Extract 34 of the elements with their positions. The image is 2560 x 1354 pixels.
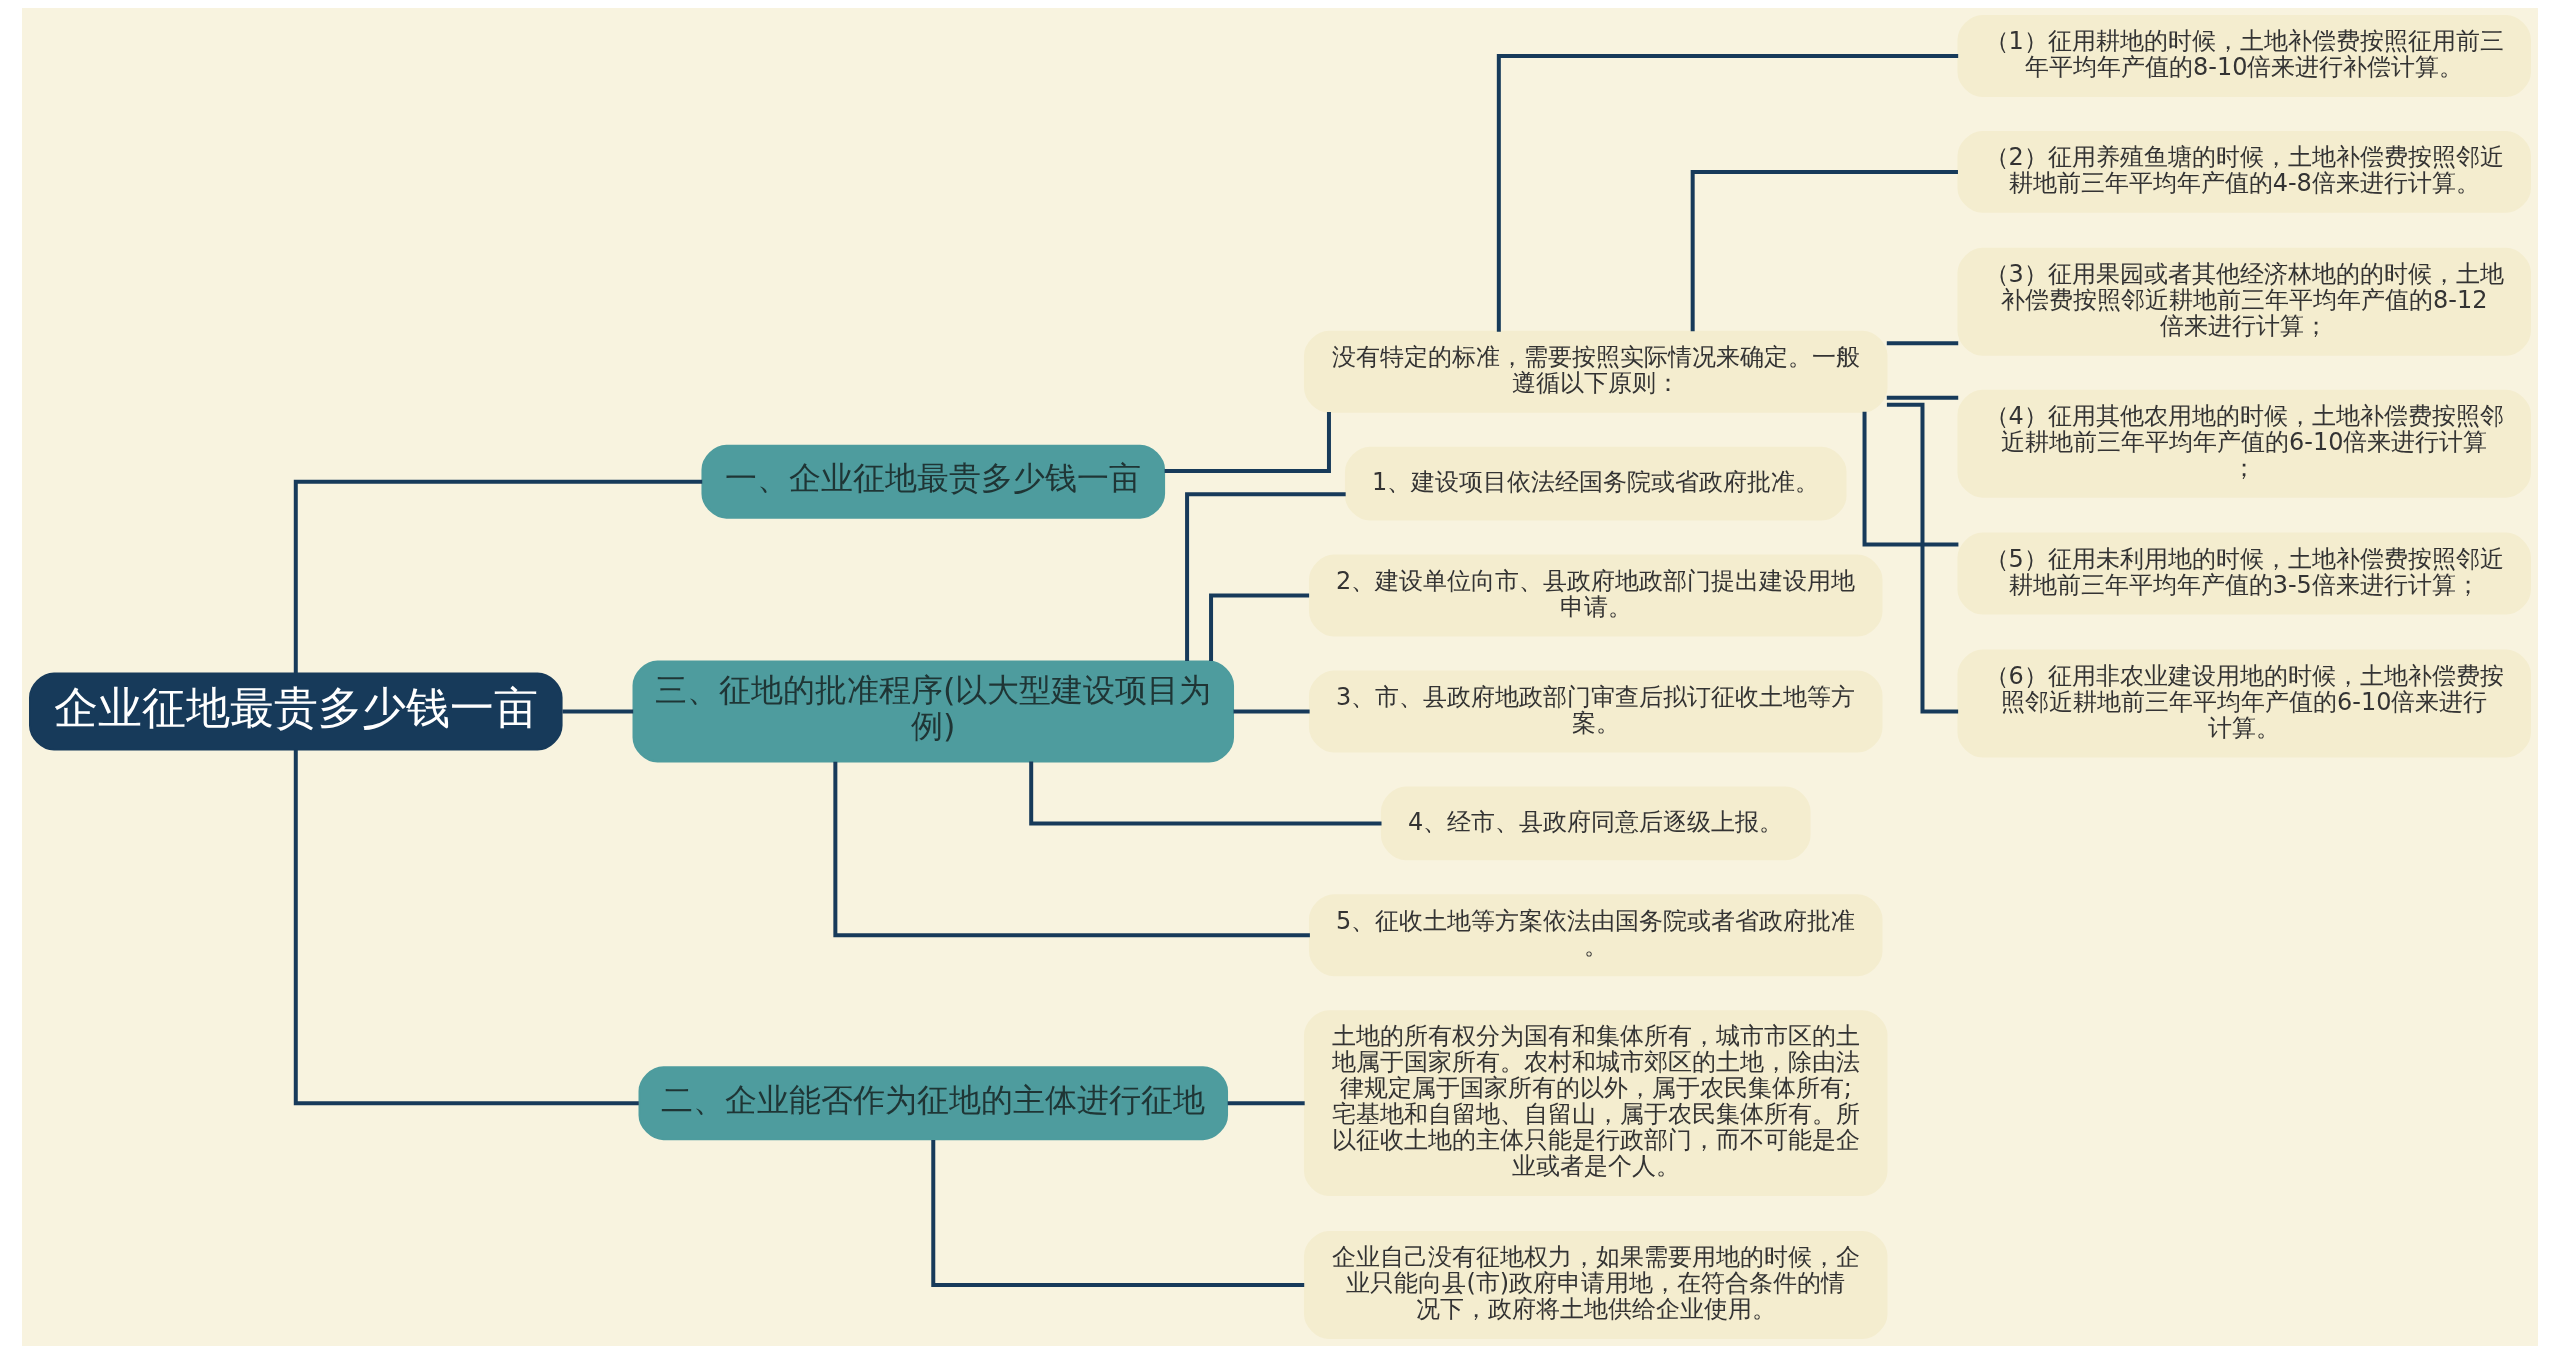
connector	[293, 479, 703, 673]
connector	[1227, 1101, 1305, 1106]
node-box: 3、市、县政府地政部门审查后拟订征收土地等方案。	[1309, 670, 1883, 753]
node-box: 企业自己没有征地权力，如果需要用地的时候，企业只能向县(市)政府申请用地，在符合条件的情况下，政府将土地供给企业使用。	[1304, 1231, 1888, 1339]
connector	[1690, 169, 1958, 332]
connector	[1029, 761, 1382, 826]
node-box: （5）征用未利用地的时候，土地补偿费按照邻近耕地前三年平均年产值的3-5倍来进行计算；	[1957, 532, 2531, 615]
connector	[1209, 593, 1310, 661]
node-box: 二、企业能否作为征地的主体进行征地	[638, 1066, 1229, 1141]
node-box: 企业征地最贵多少钱一亩	[29, 672, 563, 751]
connector	[293, 749, 639, 1106]
node-box: 没有特定的标准，需要按照实际情况来确定。一般遵循以下原则：	[1304, 330, 1888, 413]
connector	[833, 761, 1310, 938]
connector	[1164, 412, 1331, 473]
connector	[1496, 54, 1959, 332]
node-box: 2、建设单位向市、县政府地政部门提出建设用地申请。	[1309, 554, 1883, 637]
node-box: （6）征用非农业建设用地的时候，土地补偿费按照邻近耕地前三年平均年产值的6-10倍来进行计算。	[1957, 649, 2531, 758]
node-box: 1、建设项目依法经国务院或省政府批准。	[1344, 446, 1847, 521]
connector	[1886, 395, 1959, 400]
connector	[1886, 341, 1959, 346]
connector	[931, 1139, 1305, 1287]
node-box: 一、企业征地最贵多少钱一亩	[701, 444, 1166, 519]
node-box: 三、征地的批准程序(以大型建设项目为例)	[632, 660, 1235, 763]
connector	[1233, 709, 1310, 714]
node-box: 4、经市、县政府同意后逐级上报。	[1380, 786, 1811, 861]
connector	[1862, 411, 1959, 547]
node-box: 土地的所有权分为国有和集体所有，城市市区的土地属于国家所有。农村和城市郊区的土地，除由法律规定属于国家所有的以外，属于农民集体所有;宅基地和自留地、自留山，属于农民集体所有。所以征收土地的主体只能是行政部门，而不可能是企业或者是个人。	[1304, 1010, 1888, 1197]
node-box: （3）征用果园或者其他经济林地的的时候，土地补偿费按照邻近耕地前三年平均年产值的8-12倍来进行计算；	[1957, 247, 2531, 356]
connector	[1185, 492, 1346, 662]
node-box: （4）征用其他农用地的时候，土地补偿费按照邻近耕地前三年平均年产值的6-10倍来进行计算；	[1957, 389, 2531, 498]
node-box: （1）征用耕地的时候，土地补偿费按照征用前三年平均年产值的8-10倍来进行补偿计算。	[1957, 15, 2531, 97]
node-box: （2）征用养殖鱼塘的时候，土地补偿费按照邻近耕地前三年平均年产值的4-8倍来进行计算。	[1957, 130, 2531, 213]
node-box: 5、征收土地等方案依法由国务院或者省政府批准。	[1309, 894, 1883, 977]
connector	[562, 709, 634, 714]
